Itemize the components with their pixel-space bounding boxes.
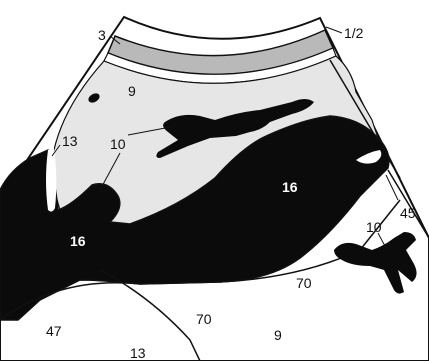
label-45: 45 xyxy=(400,205,416,221)
label-13-left: 13 xyxy=(62,133,78,149)
label-9-top: 9 xyxy=(128,83,136,99)
leader-12 xyxy=(326,27,342,33)
left-white-slit xyxy=(46,148,56,212)
label-16-right: 16 xyxy=(282,179,298,195)
label-10-right: 10 xyxy=(366,219,382,235)
label-10-center: 10 xyxy=(110,136,126,152)
label-16-left: 16 xyxy=(70,233,86,249)
label-3: 3 xyxy=(98,27,106,43)
label-9-bottom: 9 xyxy=(274,327,282,343)
label-70-right: 70 xyxy=(296,275,312,291)
label-1-2: 1/2 xyxy=(344,25,364,41)
label-13-bottom: 13 xyxy=(130,345,146,361)
label-70-bottom: 70 xyxy=(196,311,212,327)
label-47: 47 xyxy=(46,323,62,339)
